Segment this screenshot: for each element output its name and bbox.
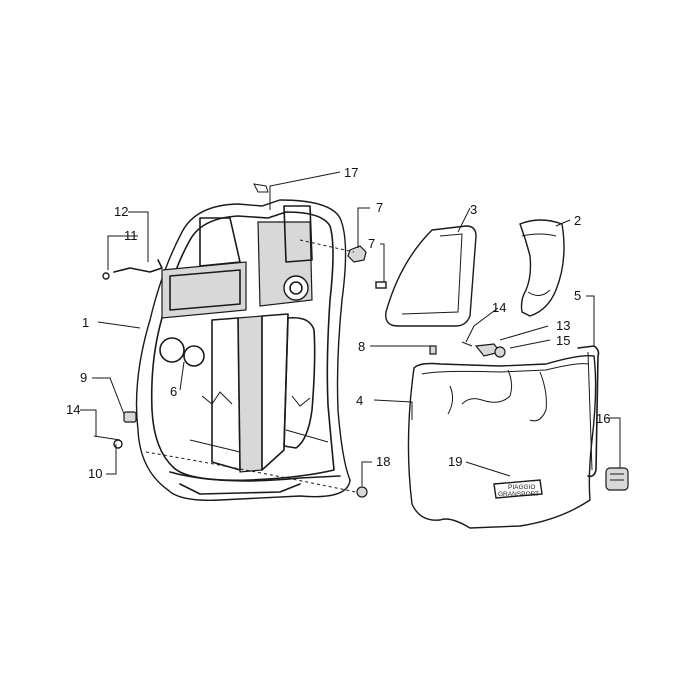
callout-7-lower: 7 bbox=[368, 236, 375, 251]
callout-8: 8 bbox=[358, 339, 365, 354]
name-plate: PIAGGIO GRANSPORT bbox=[493, 479, 543, 499]
callout-12: 12 bbox=[114, 204, 128, 219]
screw-17 bbox=[253, 183, 269, 193]
callout-9: 9 bbox=[80, 370, 87, 385]
fastener-7-clip bbox=[375, 281, 387, 289]
callout-19: 19 bbox=[448, 454, 462, 469]
side-cover-panel bbox=[519, 219, 565, 317]
glove-box-lid bbox=[385, 225, 477, 327]
front-leg-shield: PIAGGIO GRANSPORT bbox=[407, 354, 597, 529]
callout-14-right: 14 bbox=[492, 300, 506, 315]
callout-1: 1 bbox=[82, 315, 89, 330]
callout-11: 11 bbox=[124, 228, 138, 243]
plate-text-line1: PIAGGIO bbox=[508, 484, 535, 491]
plate-text-line2: GRANSPORT bbox=[498, 491, 539, 498]
callout-7-upper: 7 bbox=[376, 200, 383, 215]
callout-10: 10 bbox=[88, 466, 102, 481]
screw-8 bbox=[429, 345, 437, 355]
leader-lines bbox=[80, 171, 621, 493]
bracket-11-12 bbox=[102, 259, 163, 280]
callout-4: 4 bbox=[356, 393, 363, 408]
edge-trim-strip bbox=[577, 345, 600, 478]
callout-5: 5 bbox=[574, 288, 581, 303]
callout-16: 16 bbox=[596, 411, 610, 426]
callout-17: 17 bbox=[344, 165, 358, 180]
callout-15: 15 bbox=[556, 333, 570, 348]
callout-13: 13 bbox=[556, 318, 570, 333]
callout-18: 18 bbox=[376, 454, 390, 469]
bolt-18 bbox=[356, 486, 368, 498]
fastener-7-nut bbox=[347, 245, 367, 263]
clip-9 bbox=[123, 411, 137, 423]
callout-2: 2 bbox=[574, 213, 581, 228]
callout-14-left: 14 bbox=[66, 402, 80, 417]
callout-3: 3 bbox=[470, 202, 477, 217]
clip-10-14 bbox=[93, 435, 123, 449]
callout-labels: 1 2 3 4 5 6 7 7 8 9 10 11 12 13 14 14 15… bbox=[66, 165, 610, 481]
leg-shield-frame bbox=[135, 199, 351, 501]
hardware-13-14-15 bbox=[461, 341, 506, 358]
callout-6: 6 bbox=[170, 384, 177, 399]
rubber-grommet bbox=[605, 467, 629, 491]
